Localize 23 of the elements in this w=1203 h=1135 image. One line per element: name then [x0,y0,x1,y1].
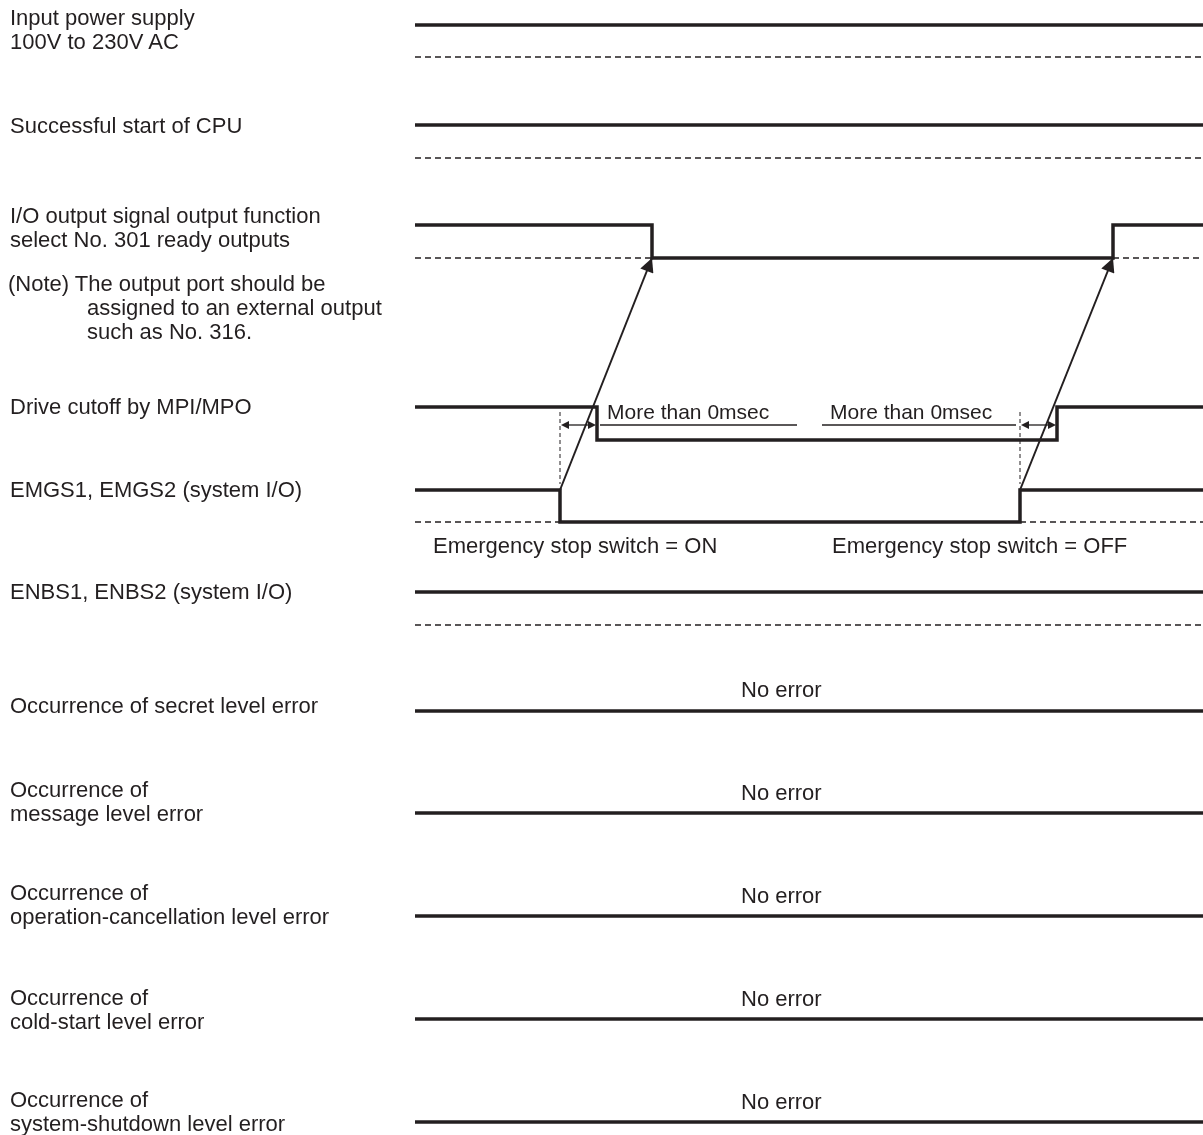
arrow [1019,257,1115,491]
signal-label: ENBS1, ENBS2 (system I/O) [10,580,293,605]
signal-label: Successful start of CPU [10,114,243,139]
state-label: Emergency stop switch = OFF [832,534,1128,559]
signal-label: Occurrence of secret level error [10,694,319,719]
signal-label: Occurrence of system-shutdown level error [10,1088,286,1135]
state-label: Emergency stop switch = ON [433,534,718,559]
state-label: No error [741,781,822,806]
signal-label: Occurrence of cold-start level error [10,986,205,1035]
timing-label: More than 0msec [830,400,993,424]
signal-label: Occurrence of operation-cancellation level error [10,881,330,930]
arrow [559,257,654,491]
state-label: No error [741,678,822,703]
signal-label: Input power supply 100V to 230V AC [10,6,195,55]
signal-label: I/O output signal output function select No. 301 ready outputs [10,204,321,253]
signal-label: EMGS1, EMGS2 (system I/O) [10,478,303,503]
signal-label: Occurrence of message level error [10,778,204,827]
note-text: (Note) The output port should be assigned to an external output such as No. 316. [8,272,383,345]
state-label: No error [741,884,822,909]
timing-label: More than 0msec [607,400,770,424]
state-label: No error [741,1090,822,1115]
signal-label: Drive cutoff by MPI/MPO [10,395,252,420]
state-label: No error [741,987,822,1012]
